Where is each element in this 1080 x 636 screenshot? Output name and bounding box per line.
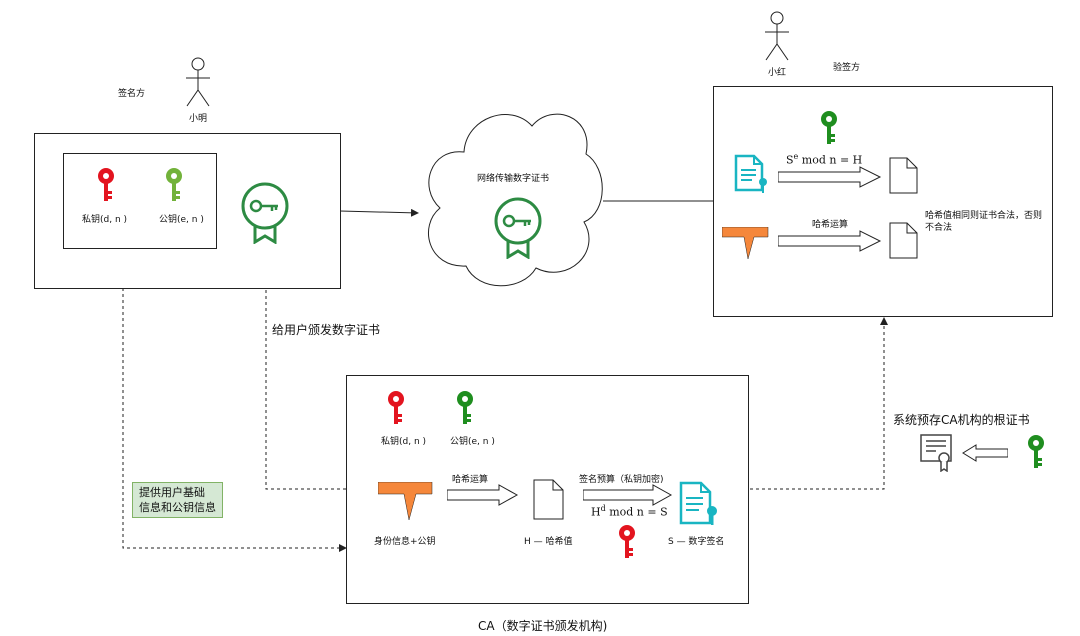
verifier-box <box>713 86 1053 317</box>
verifier-role-label: 验签方 <box>833 63 861 73</box>
provide-info-line2: 信息和公钥信息 <box>139 501 216 514</box>
ca-hash-label: 哈希运算 <box>452 475 489 485</box>
signer-to-network-arrow <box>339 208 419 217</box>
verifier-formula: Se mod n = H <box>786 152 863 167</box>
identity-flag-icon <box>722 227 769 259</box>
compare-note-line1: 哈希值相同则证书合法，否则 <box>925 211 1043 221</box>
ca-formula: Hd mod n = S <box>591 504 668 519</box>
preset-root-label: 系统预存CA机构的根证书 <box>893 413 1030 427</box>
verifier-hash-label: 哈希运算 <box>812 220 849 230</box>
ca-hash-arrow <box>447 484 519 506</box>
green-key-icon <box>166 168 182 201</box>
issue-cert-arrow <box>262 247 346 490</box>
root-cert-arrow <box>750 317 888 490</box>
signer-public-key-label: 公钥(e, n ) <box>159 215 204 225</box>
signer-name: 小明 <box>189 114 208 124</box>
verifier-name: 小红 <box>768 68 787 78</box>
green-key-icon <box>821 111 837 144</box>
ca-public-key-label: 公钥(e, n ) <box>450 437 495 447</box>
ca-identity-label: 身份信息+公钥 <box>374 537 436 547</box>
verify-arrow <box>778 166 882 188</box>
signed-document-icon <box>734 154 767 193</box>
network-label: 网络传输数字证书 <box>477 174 550 184</box>
preset-arrow <box>962 444 1008 462</box>
signed-document-icon <box>679 481 717 525</box>
ca-hash-value-label: H — 哈希值 <box>524 537 573 547</box>
document-icon <box>889 222 918 259</box>
signer-private-key-label: 私钥(d, n ) <box>82 215 128 225</box>
certificate-badge-icon <box>241 182 289 244</box>
red-key-icon <box>619 525 635 558</box>
hash-arrow <box>778 230 882 252</box>
signer-keys-box <box>63 153 217 249</box>
certificate-badge-icon <box>494 197 542 259</box>
ca-sign-arrow <box>583 484 673 506</box>
provide-info-arrow <box>122 252 347 552</box>
provide-info-note: 提供用户基础 信息和公钥信息 <box>132 482 223 518</box>
compare-note-line2: 不合法 <box>925 223 953 233</box>
identity-flag-icon <box>378 482 433 520</box>
issue-cert-label: 给用户颁发数字证书 <box>272 323 381 337</box>
red-key-icon <box>98 168 114 201</box>
document-icon <box>889 157 918 194</box>
person-icon <box>186 57 210 107</box>
red-key-icon <box>388 391 404 424</box>
ca-signature-label: S — 数字签名 <box>668 537 725 547</box>
green-key-icon <box>1028 435 1044 468</box>
ca-sign-label: 签名预算（私钥加密) <box>579 475 664 485</box>
network-cloud <box>428 113 603 287</box>
root-certificate-icon <box>920 434 952 472</box>
ca-title: CA（数字证书颁发机构) <box>478 619 608 633</box>
signer-role-label: 签名方 <box>118 89 146 99</box>
person-icon <box>765 11 789 61</box>
ca-private-key-label: 私钥(d, n ) <box>381 437 427 447</box>
provide-info-line1: 提供用户基础 <box>139 486 205 499</box>
green-key-icon <box>457 391 473 424</box>
document-icon <box>533 479 564 520</box>
